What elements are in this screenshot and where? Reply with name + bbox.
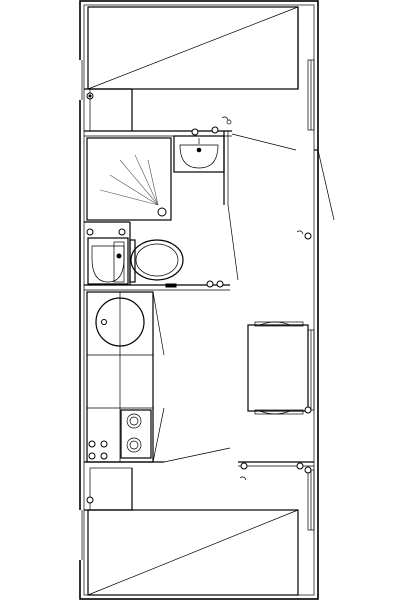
door-swing-icon	[314, 149, 335, 221]
sink-icon	[95, 297, 145, 347]
light-switch-icon	[86, 92, 94, 100]
window-icon	[79, 60, 83, 560]
light-switch-icon	[239, 406, 312, 481]
light-switch-icon	[191, 116, 232, 136]
door-swing-icon	[227, 133, 297, 281]
light-switch-icon	[86, 466, 312, 504]
outer-walls	[79, 0, 319, 600]
hob-icon	[120, 409, 152, 459]
bed-icon	[87, 6, 299, 90]
sink-icon	[87, 237, 129, 285]
washbasin-icon	[173, 135, 225, 173]
table-icon	[247, 321, 309, 415]
bed-icon	[87, 509, 299, 596]
light-switch-icon	[86, 228, 312, 288]
kitchen-counter	[86, 291, 165, 463]
toilet-icon	[129, 239, 184, 283]
light-switch-icon	[88, 440, 108, 460]
shower-icon	[86, 137, 172, 221]
